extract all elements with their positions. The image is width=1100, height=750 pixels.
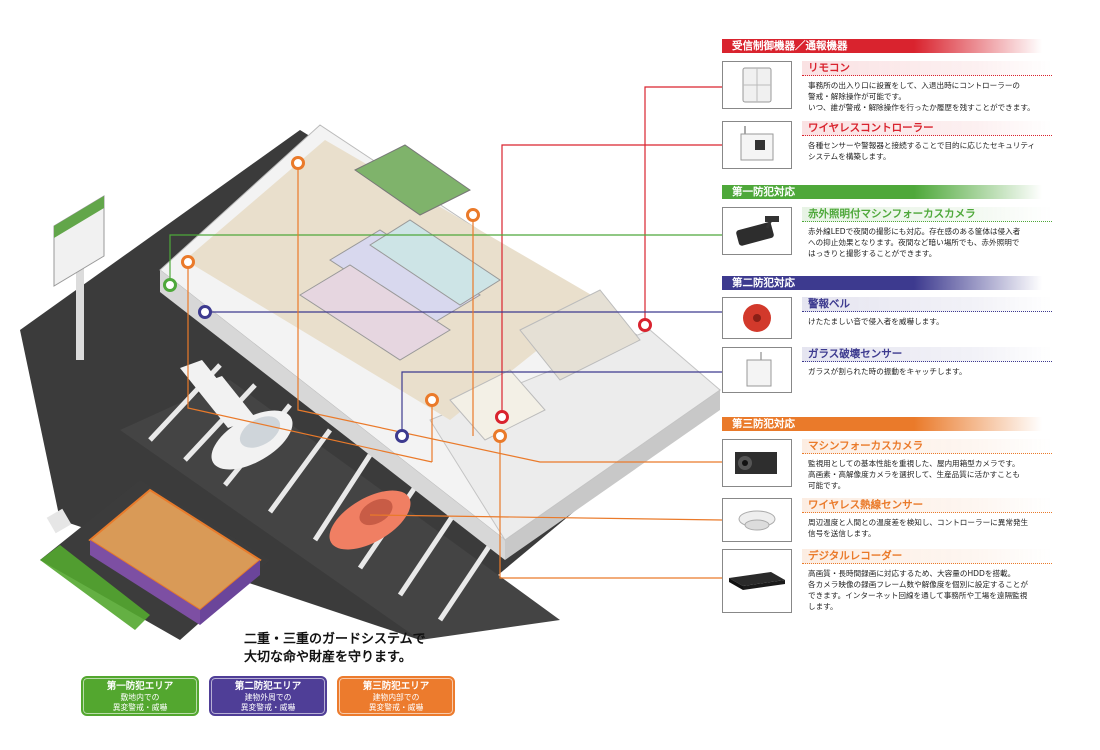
item-title: 赤外照明付マシンフォーカスカメラ bbox=[802, 207, 1052, 222]
sec-header-first: 第一防犯対応 bbox=[722, 185, 1042, 199]
section-header-label: 第三防犯対応 bbox=[732, 418, 795, 430]
legend-line: 異変警戒・威嚇 bbox=[368, 703, 424, 712]
section-header-label: 第一防犯対応 bbox=[732, 186, 795, 198]
device-markers bbox=[163, 156, 652, 443]
tagline: 二重・三重のガードシステムで 大切な命や財産を守ります。 bbox=[244, 631, 426, 667]
item-desc: けたたましい音で侵入者を威嚇します。 bbox=[808, 317, 944, 326]
item-desc: 各種センサーや警報器と接続することで目的に応じたセキュリティ システムを構築しま… bbox=[808, 141, 1036, 161]
legend-line: 異変警戒・威嚇 bbox=[112, 703, 168, 712]
item-title: ワイヤレス熱線センサー bbox=[802, 498, 1052, 513]
legend-first-area: 第一防犯エリア 敷地内での 異変警戒・威嚇 bbox=[81, 676, 199, 716]
sec-header-third: 第三防犯対応 bbox=[722, 417, 1042, 431]
item-title: マシンフォーカスカメラ bbox=[802, 439, 1052, 454]
remote-panel-icon bbox=[722, 61, 792, 109]
blue-connectors bbox=[205, 311, 722, 436]
orange-connectors bbox=[187, 163, 723, 579]
item-title: 警報ベル bbox=[802, 297, 1052, 312]
infrared-camera-icon bbox=[722, 207, 792, 255]
item-desc: ガラスが割られた時の振動をキャッチします。 bbox=[808, 367, 967, 376]
legend-title: 第二防犯エリア bbox=[234, 681, 302, 692]
item-title: リモコン bbox=[802, 61, 1052, 76]
glass-break-sensor-icon bbox=[722, 347, 792, 393]
item-title: ガラス破壊センサー bbox=[802, 347, 1052, 362]
item-title: ワイヤレスコントローラー bbox=[802, 121, 1052, 136]
legend-title: 第一防犯エリア bbox=[106, 681, 174, 692]
sec-header-receiver: 受信制御機器／通報機器 bbox=[722, 39, 1042, 53]
mini-building bbox=[40, 480, 270, 640]
legend-line: 建物内部での bbox=[372, 693, 420, 702]
green-connectors bbox=[169, 234, 722, 285]
legend-second-area: 第二防犯エリア 建物外周での 異変警戒・威嚇 bbox=[209, 676, 327, 716]
digital-recorder-icon bbox=[722, 549, 792, 613]
item-desc: 赤外線LEDで夜間の撮影にも対応。存在感のある筐体は侵入者 への抑止効果となりま… bbox=[808, 227, 1021, 258]
white-car bbox=[211, 410, 293, 470]
item-desc: 監視用としての基本性能を重視した、屋内用箱型カメラです。 高画素・高解像度カメラ… bbox=[808, 459, 1021, 490]
tagline-line: 二重・三重のガードシステムで bbox=[244, 632, 426, 647]
legend-line: 異変警戒・威嚇 bbox=[240, 703, 296, 712]
alarm-bell-icon bbox=[722, 297, 792, 339]
item-desc: 事務所の出入り口に設置をして、入退出時にコントローラーの 警戒・解除操作が可能で… bbox=[808, 81, 1035, 112]
red-car bbox=[329, 490, 411, 550]
red-connectors bbox=[501, 86, 722, 415]
legend-line: 建物外周での bbox=[244, 693, 292, 702]
legend-title: 第三防犯エリア bbox=[362, 681, 430, 692]
item-desc: 高画質・長時間録画に対応するため、大容量のHDDを搭載。 各カメラ映像の録画フレ… bbox=[808, 569, 1028, 611]
section-header-label: 第二防犯対応 bbox=[732, 277, 795, 289]
legend-third-area: 第三防犯エリア 建物内部での 異変警戒・威嚇 bbox=[337, 676, 455, 716]
building-front-wall bbox=[160, 270, 505, 560]
store-sign bbox=[53, 195, 105, 360]
tagline-line: 大切な命や財産を守ります。 bbox=[244, 650, 412, 665]
thermal-sensor-icon bbox=[722, 498, 792, 542]
sec-header-second: 第二防犯対応 bbox=[722, 276, 1042, 290]
wireless-controller-icon bbox=[722, 121, 792, 169]
box-camera-icon bbox=[722, 439, 792, 487]
section-header-label: 受信制御機器／通報機器 bbox=[732, 40, 848, 52]
legend-line: 敷地内での bbox=[120, 693, 160, 702]
item-title: デジタルレコーダー bbox=[802, 549, 1052, 564]
item-desc: 周辺温度と人間との温度差を検知し、コントローラーに異常発生 信号を送信します。 bbox=[808, 518, 1029, 538]
